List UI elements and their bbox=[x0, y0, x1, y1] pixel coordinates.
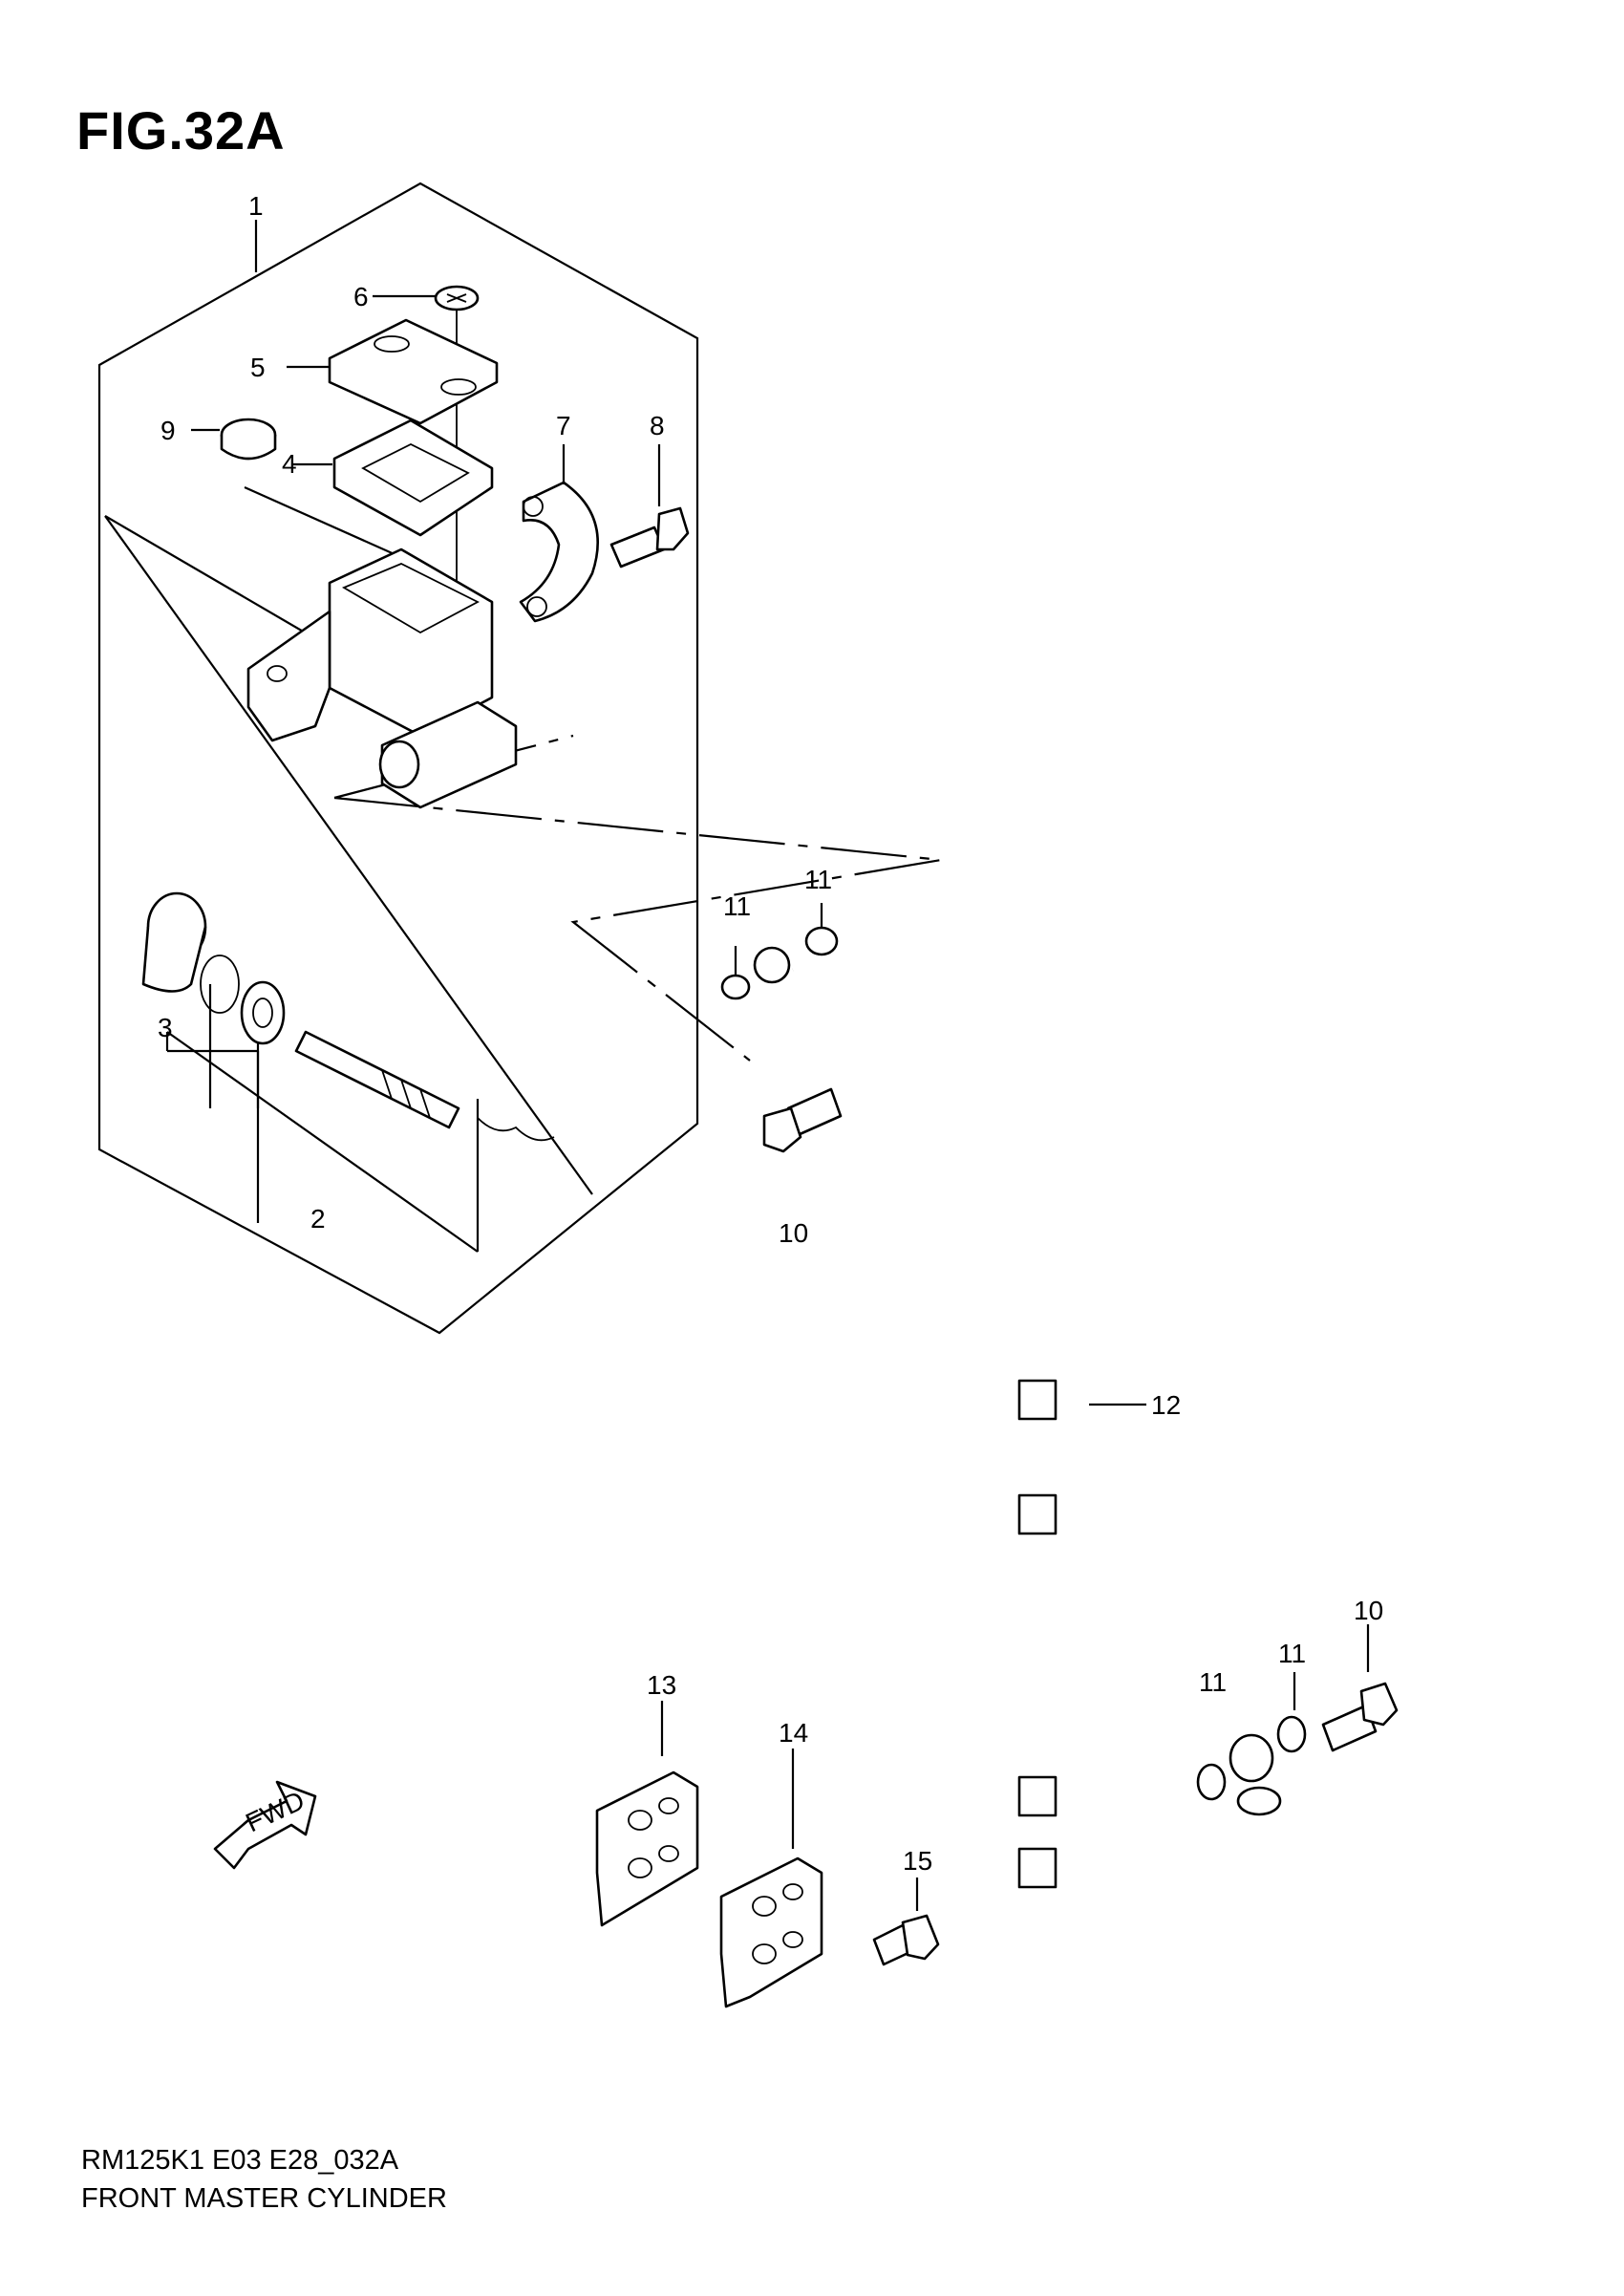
boot-part-3 bbox=[141, 891, 207, 993]
brake-hose-part-12 bbox=[791, 954, 1296, 2013]
clamp-part-7 bbox=[519, 481, 600, 623]
callout-10-bottom: 10 bbox=[1354, 1596, 1383, 1625]
callout-4: 4 bbox=[282, 449, 297, 479]
cap-part-5 bbox=[328, 318, 499, 425]
figure-title: FIG.32A bbox=[76, 100, 286, 161]
circlip-part bbox=[200, 955, 240, 1014]
assembly-outline bbox=[97, 182, 699, 1335]
washer-part-11-bottom bbox=[1196, 1715, 1307, 1801]
bolt-part-10-top bbox=[762, 1087, 843, 1153]
model-code: RM125K1 E03 E28_032A bbox=[81, 2145, 399, 2176]
callout-13: 13 bbox=[647, 1670, 676, 1700]
plug-part-9 bbox=[220, 418, 277, 461]
guide-part-13 bbox=[595, 1770, 699, 1927]
callout-11-d: 11 bbox=[1278, 1639, 1306, 1668]
guide-part-14 bbox=[719, 1856, 823, 2008]
callout-11-c: 11 bbox=[1199, 1667, 1227, 1697]
callout-11-a: 11 bbox=[723, 891, 751, 921]
callout-11-b: 11 bbox=[804, 865, 832, 894]
callout-5: 5 bbox=[250, 353, 266, 382]
piston-part-2 bbox=[294, 1030, 555, 1142]
diaphragm-part-4 bbox=[332, 418, 494, 537]
bolt-part-8 bbox=[609, 506, 690, 569]
master-cylinder-body bbox=[246, 547, 518, 809]
callout-7: 7 bbox=[556, 411, 571, 440]
callout-15: 15 bbox=[903, 1846, 932, 1876]
washer-part bbox=[240, 980, 286, 1045]
leader-lines bbox=[165, 220, 1370, 1911]
callout-9: 9 bbox=[160, 416, 176, 445]
callout-1: 1 bbox=[248, 191, 264, 221]
bolt-part-15 bbox=[872, 1914, 940, 1966]
washer-part-11-top bbox=[720, 926, 839, 1000]
callout-2: 2 bbox=[310, 1204, 326, 1234]
figure-name: FRONT MASTER CYLINDER bbox=[81, 2183, 447, 2214]
callout-10-top: 10 bbox=[779, 1218, 808, 1248]
callout-6: 6 bbox=[353, 282, 369, 311]
callout-12: 12 bbox=[1151, 1390, 1181, 1420]
bolt-part-10-bottom bbox=[1321, 1682, 1399, 1752]
callout-8: 8 bbox=[650, 411, 665, 440]
assembly-guide-lines bbox=[104, 515, 593, 1195]
fwd-arrow-icon: FWD bbox=[213, 1780, 317, 1870]
callout-3: 3 bbox=[158, 1013, 173, 1042]
callout-14: 14 bbox=[779, 1718, 808, 1748]
